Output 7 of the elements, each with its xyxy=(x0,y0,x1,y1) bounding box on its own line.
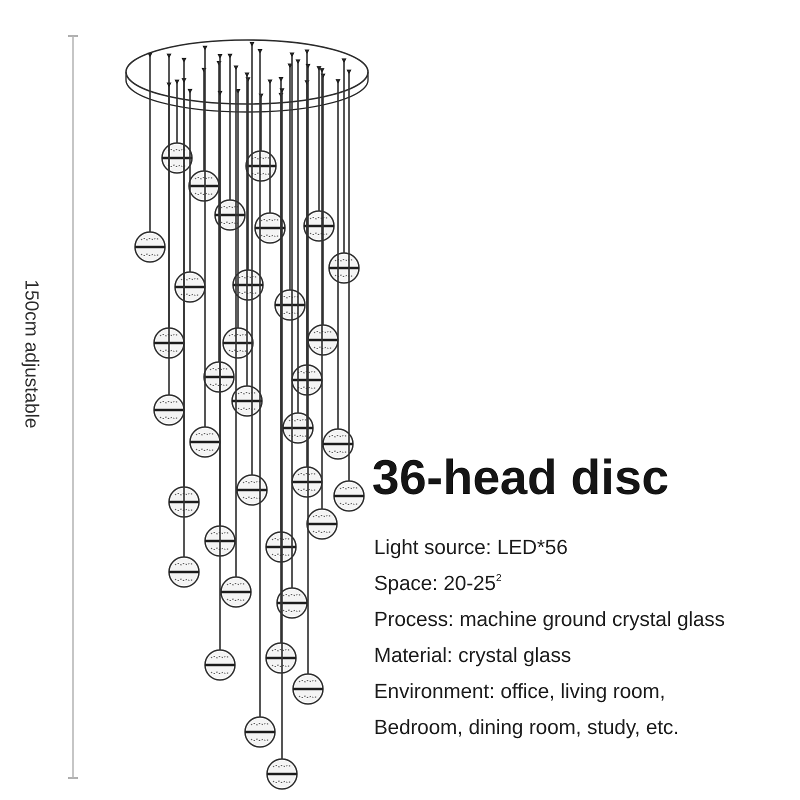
spec-text: Material: crystal glass xyxy=(374,643,572,669)
spec-text: Process: machine ground crystal glass xyxy=(374,607,725,633)
spec-text: Environment: office, living room, Bedroom, dining room, study, etc. xyxy=(374,679,680,741)
dimension-label: 150cm adjustable xyxy=(19,280,42,428)
product-title: 36-head disc xyxy=(372,452,669,506)
spec-text: Light source: LED*56 xyxy=(374,535,568,561)
spec-text: Space: 20-25$^{2}$ xyxy=(374,571,502,597)
